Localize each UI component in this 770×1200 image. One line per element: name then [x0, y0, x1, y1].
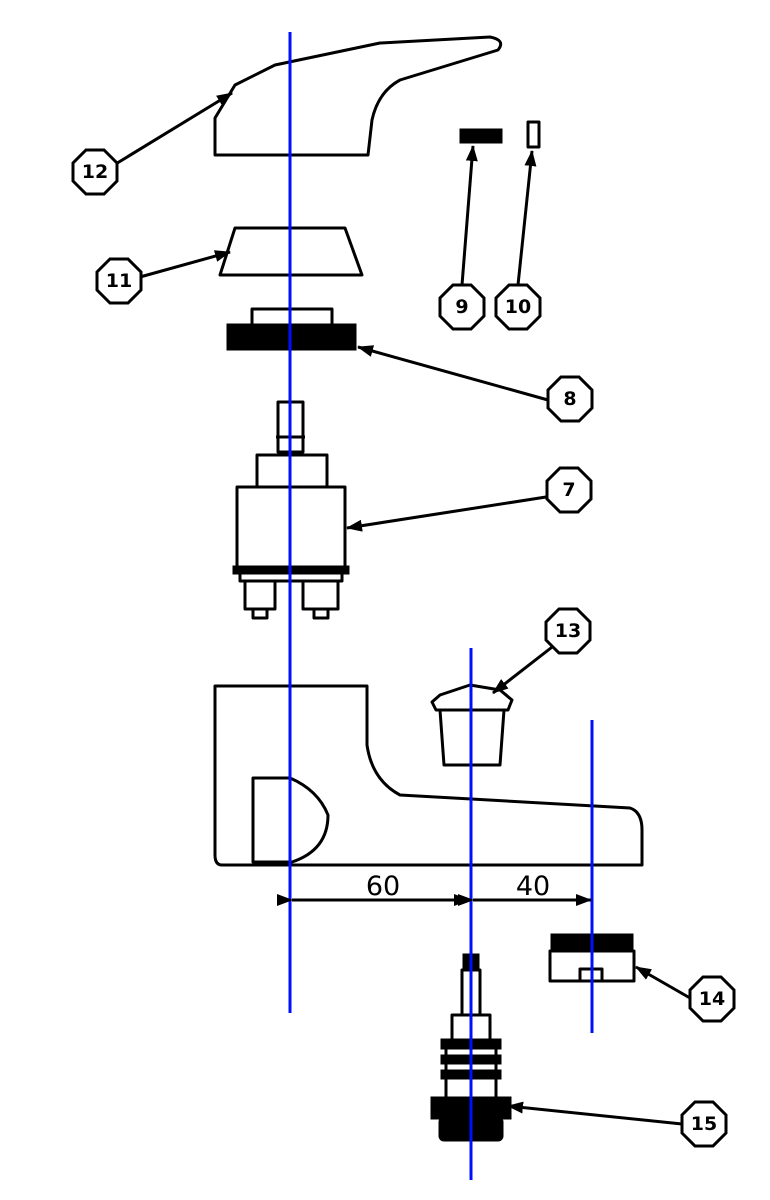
- part-9-small-plug: [459, 128, 503, 144]
- callout-14: 14: [688, 975, 736, 1023]
- callout-7: 7: [545, 466, 593, 514]
- callout-8: 8: [546, 375, 594, 423]
- dimension-60: 60: [277, 871, 470, 906]
- part-12-lever-handle: [213, 35, 503, 157]
- callout-10-label: 10: [505, 296, 531, 318]
- callout-11: 11: [95, 257, 143, 305]
- faucet-body: [213, 684, 644, 867]
- callout-13-label: 13: [555, 620, 581, 642]
- callout-12-label: 12: [82, 161, 108, 183]
- leader-8: [357, 345, 549, 402]
- leader-7: [346, 495, 547, 532]
- leader-13: [492, 642, 557, 695]
- leader-9: [460, 145, 478, 286]
- dimension-40-label: 40: [516, 871, 550, 902]
- callout-9-label: 9: [455, 296, 468, 318]
- leader-14: [635, 965, 691, 1000]
- callout-9: 9: [438, 283, 486, 331]
- callout-14-label: 14: [699, 988, 725, 1010]
- callout-15: 15: [680, 1100, 728, 1148]
- leader-10: [516, 150, 537, 286]
- callout-7-label: 7: [562, 479, 575, 501]
- leader-11: [139, 250, 231, 279]
- callout-11-label: 11: [106, 270, 132, 292]
- dimension-40: 40: [458, 871, 592, 906]
- callout-13: 13: [544, 607, 592, 655]
- leader-15: [507, 1101, 683, 1126]
- dimension-60-label: 60: [366, 871, 400, 902]
- callout-12: 12: [71, 148, 119, 196]
- callout-10: 10: [494, 283, 542, 331]
- callout-15-label: 15: [691, 1113, 717, 1135]
- callout-8-label: 8: [563, 388, 576, 410]
- part-10-small-pin: [526, 120, 541, 149]
- leader-12: [113, 91, 233, 167]
